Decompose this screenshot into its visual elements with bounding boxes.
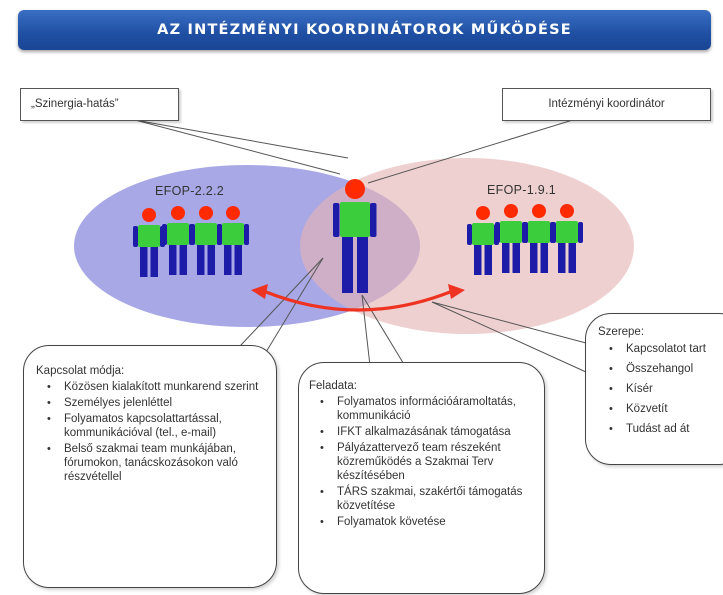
list-item: IFKT alkalmazásának támogatása (309, 425, 536, 439)
connector-line (259, 257, 324, 363)
program-right-label: EFOP-1.9.1 (487, 183, 556, 197)
connector-line (134, 119, 341, 175)
connector-line (431, 301, 587, 344)
list-item: Közösen kialakított munkarend szerint (36, 380, 266, 394)
list-item: TÁRS szakmai, szakértői támogatás közvet… (309, 485, 536, 513)
right-ellipse (300, 158, 634, 334)
list-item: Folyamatok követése (309, 515, 536, 529)
role-title: Szerepe: (598, 326, 645, 338)
role-box: Szerepe: Kapcsolatot tart Összehangol Kí… (585, 313, 723, 465)
title-banner: AZ INTÉZMÉNYI KOORDINÁTOROK MŰKÖDÉSE (18, 10, 711, 50)
connector-line (134, 119, 349, 159)
coordinator-person-icon (333, 179, 377, 293)
list-item: Közvetít (598, 403, 723, 416)
program-left-label: EFOP-2.2.2 (155, 184, 224, 198)
contact-mode-box: Kapcsolat módja: Közösen kialakított mun… (23, 345, 277, 588)
list-item: Folyamatos kapcsolattartással, kommuniká… (36, 412, 266, 440)
list-item: Kapcsolatot tart (598, 343, 723, 356)
list-item: Belső szakmai team munkájában, fórumokon… (36, 442, 266, 484)
connector-line (224, 257, 324, 363)
connector-line (361, 294, 406, 367)
tasks-title: Feladata: (309, 380, 357, 392)
coordinator-label-text: Intézményi koordinátor (548, 98, 665, 110)
list-item: Tudást ad át (598, 423, 723, 436)
coordinator-label: Intézményi koordinátor (502, 88, 711, 121)
synergy-label: „Szinergia-hatás” (20, 88, 179, 121)
tasks-box: Feladata: Folyamatos információáramoltat… (298, 362, 545, 594)
connector-line (431, 301, 587, 373)
list-item: Kísér (598, 383, 723, 396)
list-item: Folyamatos információáramoltatás, kommun… (309, 395, 536, 423)
list-item: Összehangol (598, 363, 723, 376)
double-arrow-icon (251, 284, 465, 312)
list-item: Pályázattervező team részeként közreműkö… (309, 441, 536, 483)
list-item: Személyes jelenléttel (36, 396, 266, 410)
synergy-label-text: „Szinergia-hatás” (31, 98, 119, 110)
connector-line (367, 110, 603, 184)
contact-mode-title: Kapcsolat módja: (36, 365, 125, 377)
connector-line (361, 294, 371, 367)
page-title: AZ INTÉZMÉNYI KOORDINÁTOROK MŰKÖDÉSE (157, 22, 572, 38)
